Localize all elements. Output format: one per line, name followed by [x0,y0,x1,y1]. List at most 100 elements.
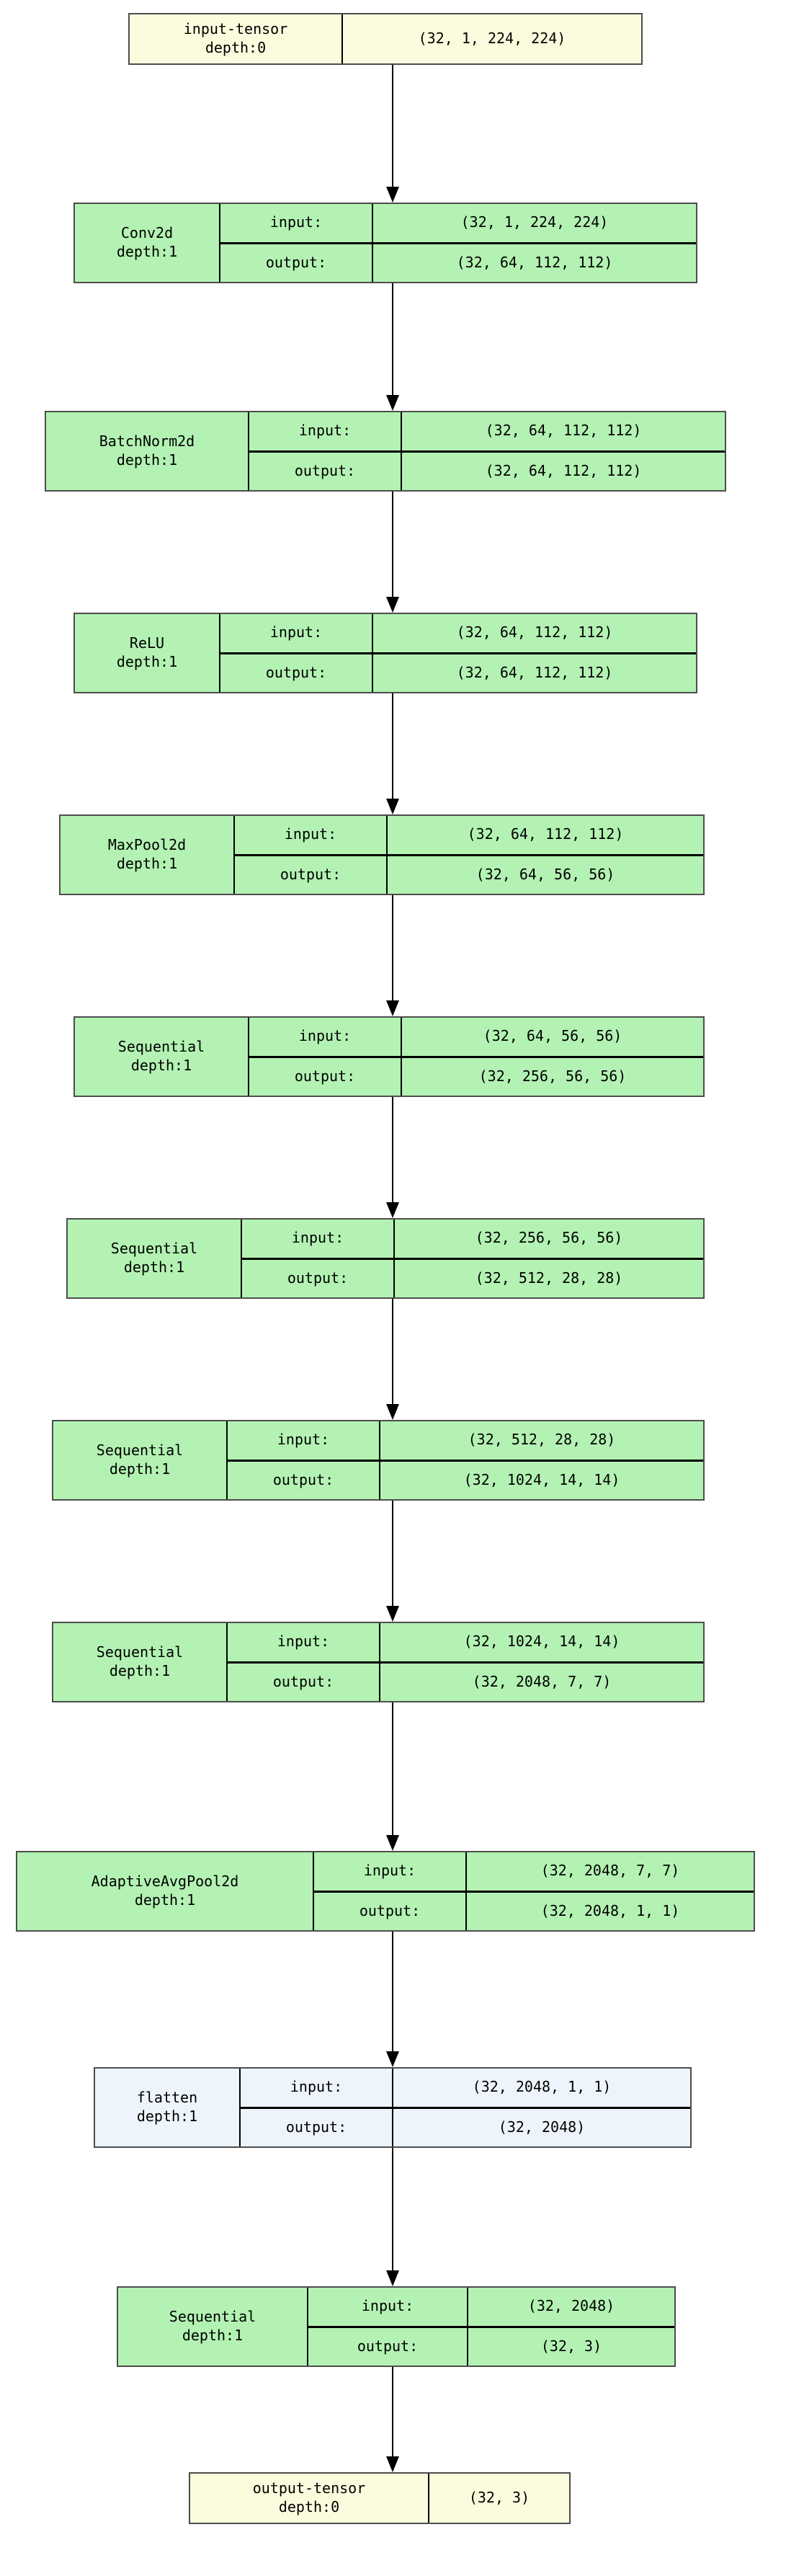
edge-line-sequential-3-to-sequential-4 [392,1501,393,1606]
edge-line-sequential-5-to-output-tensor [392,2367,393,2456]
input-label-sequential-5: input: [361,2297,414,2315]
output-label-sequential-5: output: [357,2337,419,2355]
output-shape-sequential-4: (32, 2048, 7, 7) [379,1663,703,1701]
node-io-rows-sequential-3: input:(32, 512, 28, 28)output:(32, 1024,… [226,1421,703,1499]
output-label-maxpool2d: output: [280,865,341,883]
output-shape-sequential-2: (32, 512, 28, 28) [393,1259,703,1297]
node-output-row-maxpool2d: output: (32, 64, 56, 56) [235,853,703,894]
output-shape-batchnorm2d: (32, 64, 112, 112) [401,452,725,490]
edge-line-input-tensor-to-conv2d [392,65,393,187]
edge-line-relu-to-maxpool2d [392,693,393,799]
node-depth-label-sequential-1: depth:1 [130,1057,192,1074]
edge-arrowhead-sequential-4-to-adaptiveavgpool2d [386,1835,399,1851]
node-output-row-sequential-3: output:(32, 1024, 14, 14) [228,1459,703,1499]
input-label-adaptiveavgpool2d: input: [363,1862,416,1880]
output-shape-adaptiveavgpool2d: (32, 2048, 1, 1) [465,1892,754,1930]
node-module-name-flatten: flatten [136,2089,198,2107]
node-depth-label-sequential-3: depth:1 [109,1460,171,1478]
edge-line-batchnorm2d-to-relu [392,492,393,597]
edge-arrowhead-sequential-1-to-sequential-2 [386,1202,399,1218]
node-io-rows-maxpool2d: input:(32, 64, 112, 112) output: (32, 64, … [233,816,703,894]
output-label-sequential-2: output: [287,1269,349,1287]
edge-arrowhead-adaptiveavgpool2d-to-flatten [386,2051,399,2067]
node-depth-label-sequential-4: depth:1 [109,1662,171,1679]
node-module-name-output-tensor: output-tensor [252,2479,366,2497]
node-io-rows-relu: input:(32, 64, 112, 112)output:(32, 64, … [219,614,696,692]
node-input-row-conv2d: input: (32, 1, 224, 224) [220,204,696,242]
edge-arrowhead-sequential-3-to-sequential-4 [386,1606,399,1622]
input-shape-sequential-2: (32, 256, 56, 56) [393,1220,703,1258]
node-input-row-batchnorm2d: input: (32, 64, 112, 112) [249,412,725,450]
output-label-conv2d: output: [265,253,327,271]
edge-line-sequential-2-to-sequential-3 [392,1299,393,1404]
input-label-sequential-3: input: [277,1431,330,1449]
node-input-row-sequential-2: input:(32, 256, 56, 56) [242,1220,703,1258]
node-module-name-sequential-5: Sequential [169,2308,256,2326]
node-output-row-relu: output:(32, 64, 112, 112) [220,652,696,692]
output-label-flatten: output: [285,2118,347,2136]
node-output-row-adaptiveavgpool2d: output:(32, 2048, 1, 1) [314,1890,754,1930]
edge-arrowhead-flatten-to-sequential-5 [386,2270,399,2286]
node-io-rows-conv2d: input: (32, 1, 224, 224) output: (32, 64, 1… [219,204,696,282]
node-tensor-shape-output-tensor: (32, 3) [428,2474,569,2523]
edge-arrowhead-conv2d-to-batchnorm2d [386,395,399,411]
node-input-row-sequential-4: input: (32, 1024, 14, 14) [228,1623,703,1661]
input-label-batchnorm2d: input: [298,422,352,440]
input-label-conv2d: input: [269,213,323,231]
edge-arrowhead-maxpool2d-to-sequential-1 [386,1000,399,1016]
node-input-row-maxpool2d: input:(32, 64, 112, 112) [235,816,703,854]
node-input-row-sequential-5: input: (32, 2048) [308,2288,674,2326]
node-module-name-sequential-4: Sequential [96,1643,184,1661]
node-depth-label-conv2d: depth:1 [116,243,178,260]
node-depth-label-maxpool2d: depth:1 [116,855,178,872]
output-shape-maxpool2d: (32, 64, 56, 56) [386,856,703,894]
edge-arrowhead-sequential-5-to-output-tensor [386,2456,399,2472]
edge-arrowhead-relu-to-maxpool2d [386,799,399,814]
node-output-row-flatten: output:(32, 2048) [241,2106,690,2146]
input-shape-batchnorm2d: (32, 64, 112, 112) [401,412,725,450]
node-output-row-sequential-2: output: (32, 512, 28, 28) [242,1257,703,1297]
node-io-rows-sequential-1: input:(32, 64, 56, 56)output:(32, 256, 5… [248,1018,703,1096]
input-shape-sequential-1: (32, 64, 56, 56) [401,1018,703,1056]
input-shape-flatten: (32, 2048, 1, 1) [392,2069,690,2107]
edge-line-sequential-4-to-adaptiveavgpool2d [392,1702,393,1835]
node-depth-label-flatten: depth:1 [136,2108,198,2125]
edge-line-sequential-1-to-sequential-2 [392,1097,393,1202]
node-output-row-sequential-4: output: (32, 2048, 7, 7) [228,1661,703,1701]
output-shape-conv2d: (32, 64, 112, 112) [372,244,696,282]
node-io-rows-flatten: input:(32, 2048, 1, 1)output:(32, 2048) [239,2069,690,2146]
input-label-maxpool2d: input: [284,825,337,843]
node-output-row-conv2d: output: (32, 64, 112, 112) [220,241,696,282]
input-shape-sequential-4: (32, 1024, 14, 14) [379,1623,703,1661]
input-shape-conv2d: (32, 1, 224, 224) [372,204,696,242]
node-io-rows-sequential-4: input: (32, 1024, 14, 14) output: (32, 2048… [226,1623,703,1701]
output-label-sequential-1: output: [294,1067,356,1085]
input-label-sequential-4: input: [277,1633,330,1651]
node-input-row-flatten: input:(32, 2048, 1, 1) [241,2069,690,2107]
node-output-row-batchnorm2d: output:(32, 64, 112, 112) [249,450,725,490]
node-module-name-maxpool2d: MaxPool2d [107,836,187,854]
output-label-sequential-4: output: [272,1672,334,1690]
input-shape-sequential-5: (32, 2048) [467,2288,674,2326]
node-module-name-sequential-3: Sequential [96,1442,184,1460]
node-io-rows-adaptiveavgpool2d: input:(32, 2048, 7, 7)output:(32, 2048, … [313,1852,754,1930]
node-input-row-sequential-1: input:(32, 64, 56, 56) [249,1018,703,1056]
